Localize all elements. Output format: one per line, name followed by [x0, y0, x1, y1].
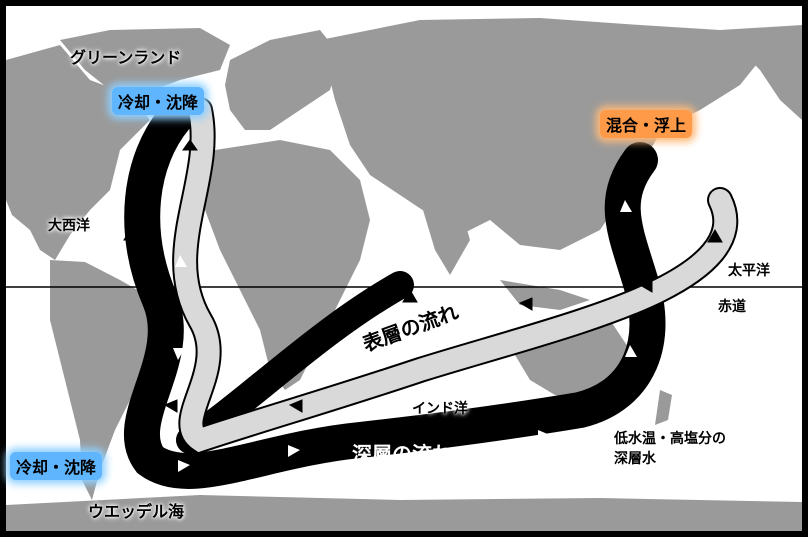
- flow-arrows: [123, 139, 723, 413]
- south-america-land: [50, 260, 165, 500]
- cool-sink-south-label: 冷却・沈降: [10, 452, 103, 480]
- asia-land: [320, 18, 760, 250]
- deep-arrows: [173, 200, 637, 472]
- arrow-up-icon: [625, 345, 637, 357]
- equator-label: 赤道: [718, 299, 746, 315]
- deep-water-label-2: 深層水: [614, 451, 656, 467]
- arrow-down-icon: [173, 348, 185, 360]
- greenland-land: [60, 28, 230, 95]
- africa-land: [205, 140, 370, 390]
- europe-land: [225, 30, 340, 130]
- surface-flow-band-inner: [174, 99, 737, 453]
- arrow-down-icon: [707, 229, 723, 243]
- atlantic-label: 大西洋: [48, 218, 90, 234]
- arrow-up-icon: [175, 255, 187, 267]
- arrow-down-icon: [144, 139, 161, 156]
- arrow-right-icon: [178, 460, 190, 472]
- arrow-down-icon: [123, 229, 140, 241]
- arrow-right-icon: [538, 430, 550, 442]
- cool-sink-north-label: 冷却・沈降: [112, 87, 205, 115]
- arrow-up-icon: [620, 200, 632, 212]
- new-zealand-land: [655, 390, 672, 425]
- greenland-label: グリーンランド: [70, 48, 182, 67]
- deep-water-label-1: 低水温・高塩分の: [614, 431, 726, 447]
- deep-flow-label: 深層の流れ: [352, 442, 452, 466]
- arrow-up-icon: [182, 139, 198, 151]
- arrow-left-icon: [288, 399, 303, 413]
- india-land: [420, 200, 470, 275]
- arrow-left-icon: [163, 399, 178, 413]
- arrow-right-icon: [288, 445, 300, 457]
- arrow-left-icon: [638, 279, 653, 293]
- indian-ocean-label: インド洋: [412, 401, 468, 417]
- antarctica-land: [6, 495, 802, 531]
- pacific-label: 太平洋: [728, 263, 770, 279]
- alaska-land: [720, 25, 802, 120]
- weddell-sea-label: ウエッデル海: [88, 502, 185, 521]
- arrow-left-icon: [518, 297, 533, 311]
- arrow-down-icon: [402, 289, 418, 303]
- mix-upwell-label: 混合・浮上: [600, 110, 693, 138]
